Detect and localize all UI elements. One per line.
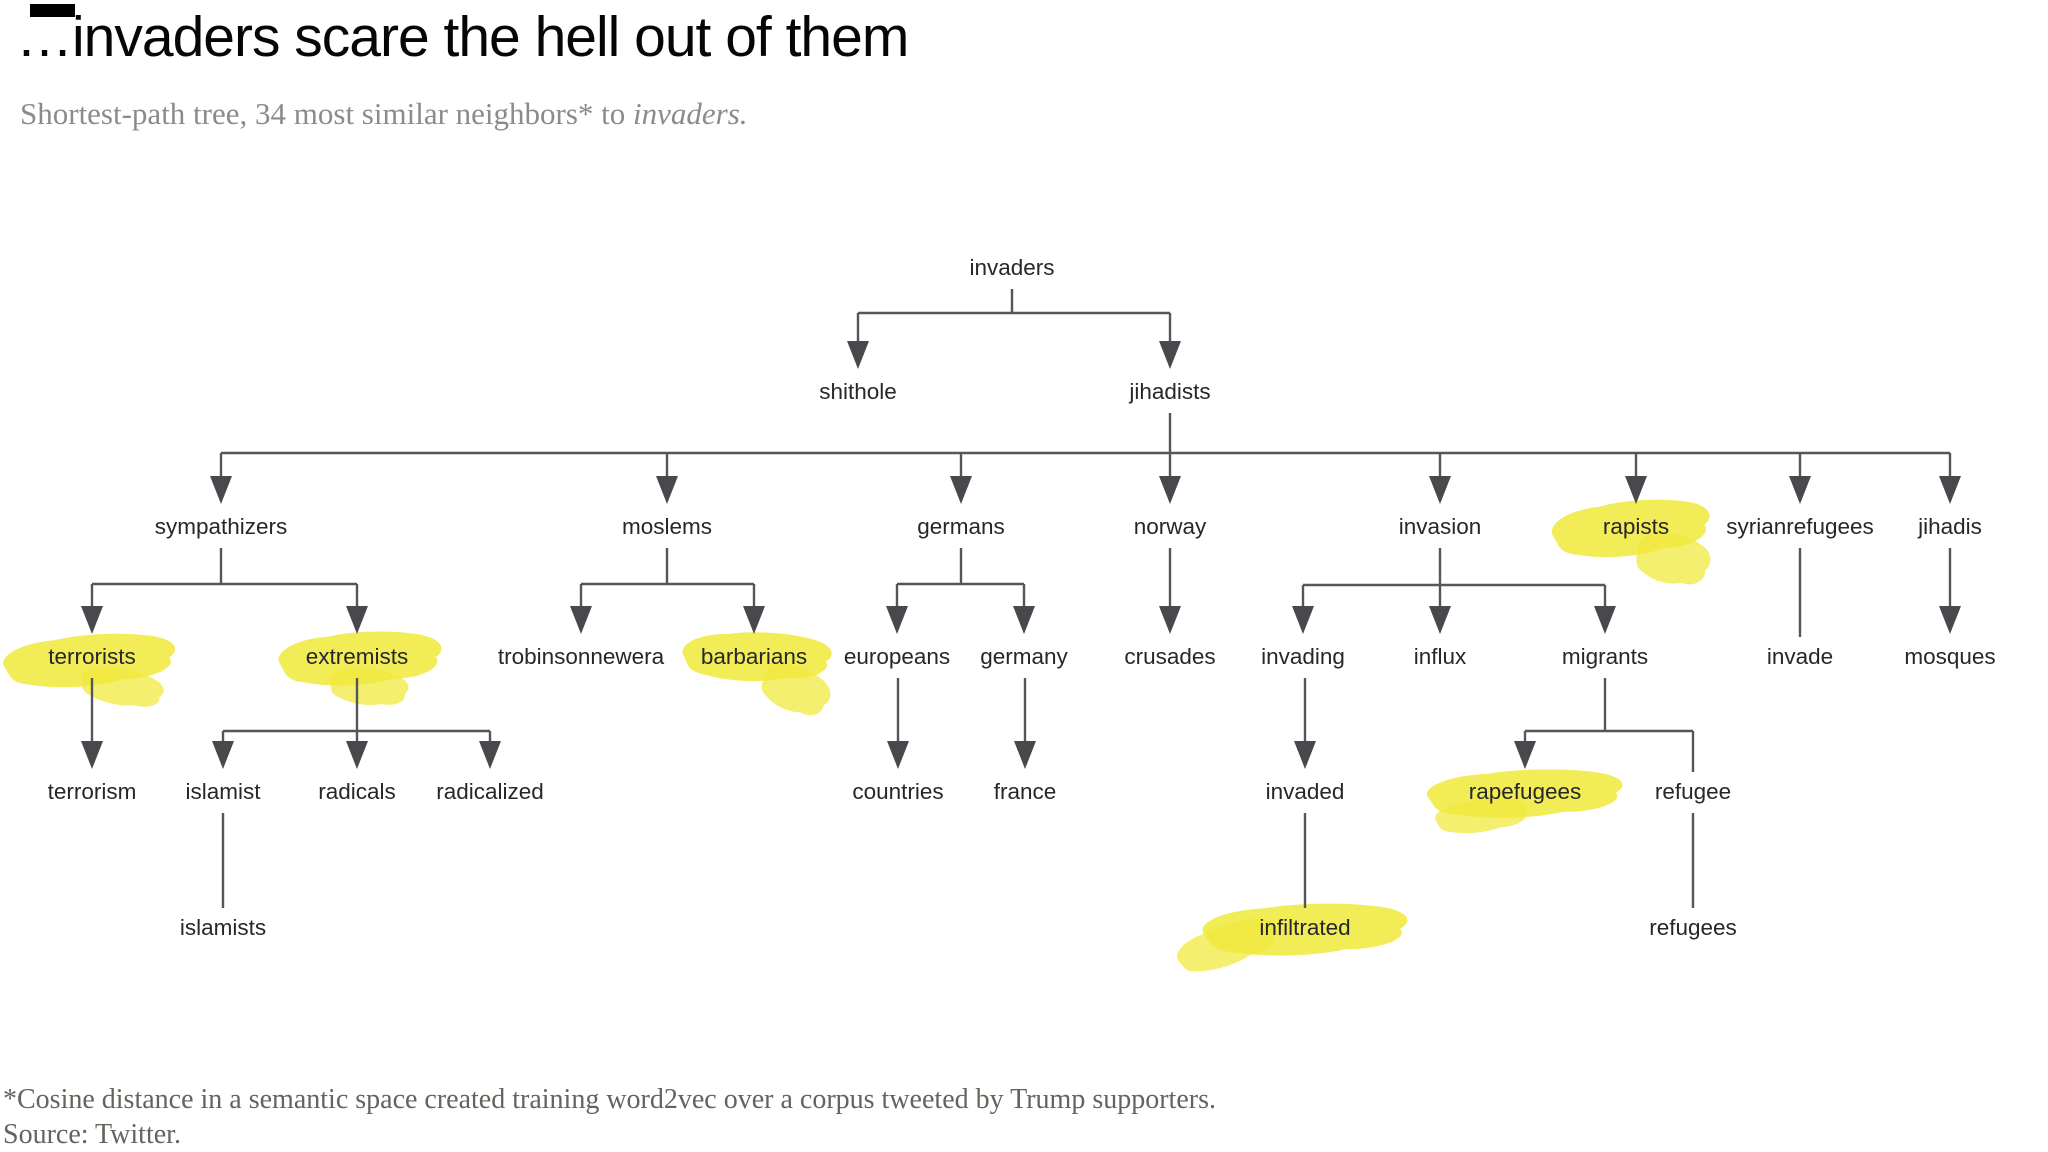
source-line: Source: Twitter. [3, 1119, 181, 1151]
node-norway: norway [1133, 514, 1207, 539]
arrowhead-icon [1789, 476, 1811, 504]
arrowhead-icon [1939, 606, 1961, 634]
node-barbarians: barbarians [700, 644, 808, 669]
arrowhead-icon [1429, 476, 1451, 504]
subtitle: Shortest-path tree, 34 most similar neig… [20, 96, 748, 132]
highlight-blob [1551, 499, 1710, 558]
node-shithole: shithole [819, 379, 897, 404]
page-title: …invaders scare the hell out of them [16, 5, 909, 69]
node-terrorism: terrorism [47, 779, 137, 804]
node-syrianrefugees: syrianrefugees [1726, 514, 1874, 539]
node-invade: invade [1766, 644, 1834, 669]
node-terrorists: terrorists [48, 644, 136, 669]
node-refugee: refugee [1654, 779, 1732, 804]
arrowhead-icon [479, 741, 501, 769]
arrowhead-icon [1292, 606, 1314, 634]
arrowhead-icon [1514, 741, 1536, 769]
highlight-blob [3, 633, 175, 688]
node-invaders: invaders [969, 255, 1055, 280]
node-islamist: islamist [185, 779, 261, 804]
arrowhead-icon [1939, 476, 1961, 504]
node-islamists: islamists [179, 915, 267, 940]
arrowhead-icon [1159, 606, 1181, 634]
node-europeans: europeans [843, 644, 951, 669]
arrowhead-icon [1159, 476, 1181, 504]
arrowhead-icon [210, 476, 232, 504]
node-infiltrated: infiltrated [1259, 915, 1351, 940]
arrowhead-icon [743, 606, 765, 634]
arrowhead-icon [1014, 741, 1036, 769]
subtitle-emphasis: invaders. [633, 96, 748, 131]
footnote: *Cosine distance in a semantic space cre… [3, 1082, 1216, 1152]
node-mosques: mosques [1904, 644, 1996, 669]
node-invaded: invaded [1265, 779, 1345, 804]
highlight-layer [3, 499, 1711, 972]
corner-mark [30, 4, 75, 17]
arrowhead-icon [212, 741, 234, 769]
node-moslems: moslems [621, 514, 713, 539]
node-germany: germany [980, 644, 1068, 669]
highlight-blob [278, 631, 442, 686]
node-invasion: invasion [1398, 514, 1482, 539]
arrowhead-icon [1625, 476, 1647, 504]
node-influx: influx [1413, 644, 1467, 669]
node-crusades: crusades [1124, 644, 1216, 669]
arrowhead-icon [656, 476, 678, 504]
arrowhead-icon [1429, 606, 1451, 634]
node-radicalized: radicalized [436, 779, 544, 804]
arrowhead-icon [1594, 606, 1616, 634]
node-jihadists: jihadists [1129, 379, 1211, 404]
node-invading: invading [1261, 644, 1345, 669]
arrowhead-icon [570, 606, 592, 634]
arrowhead-icon [950, 476, 972, 504]
edge-layer [81, 289, 1961, 908]
node-migrants: migrants [1561, 644, 1649, 669]
node-trobinsonnewera: trobinsonnewera [497, 644, 665, 669]
subtitle-text: Shortest-path tree, 34 most similar neig… [20, 96, 634, 131]
arrowhead-icon [346, 606, 368, 634]
footnote-line: *Cosine distance in a semantic space cre… [3, 1084, 1216, 1115]
node-sympathizers: sympathizers [154, 514, 288, 539]
node-france: france [993, 779, 1057, 804]
highlight-blob [682, 632, 832, 682]
arrowhead-icon [847, 341, 869, 369]
node-rapefugees: rapefugees [1468, 779, 1582, 804]
arrowhead-icon [346, 741, 368, 769]
arrowhead-icon [1013, 606, 1035, 634]
node-radicals: radicals [318, 779, 396, 804]
arrowhead-icon [81, 606, 103, 634]
arrowhead-icon [1294, 741, 1316, 769]
arrowhead-icon [1159, 341, 1181, 369]
highlight-blob [1426, 769, 1623, 818]
highlight-blob [1202, 903, 1408, 956]
node-extremists: extremists [305, 644, 409, 669]
arrowhead-icon [887, 741, 909, 769]
arrowhead-icon [81, 741, 103, 769]
node-refugees: refugees [1649, 915, 1737, 940]
node-jihadis: jihadis [1918, 514, 1982, 539]
node-germans: germans [917, 514, 1005, 539]
node-countries: countries [852, 779, 944, 804]
node-rapists: rapists [1602, 514, 1670, 539]
arrowhead-icon [886, 606, 908, 634]
